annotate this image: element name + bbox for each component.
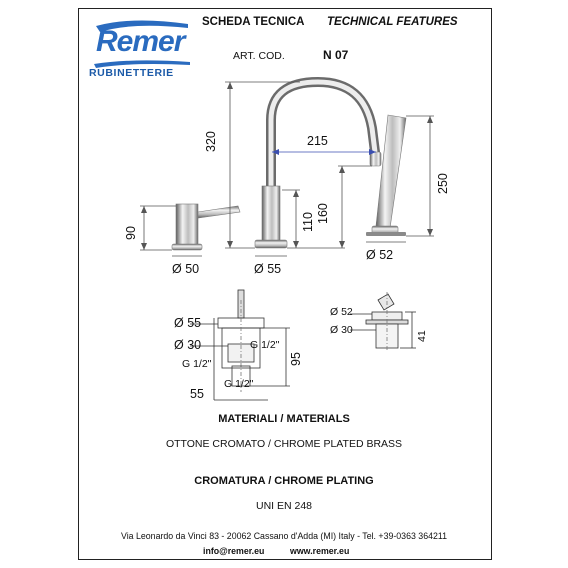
dim-320: 320	[204, 131, 218, 152]
diameter-55-section: Ø 55	[174, 316, 202, 330]
dim-55-section: 55	[190, 387, 204, 401]
thread-g12-left: G 1/2"	[182, 358, 212, 370]
diameter-52-top: Ø 52	[366, 248, 394, 262]
diameter-50: Ø 50	[172, 262, 200, 276]
hand-shower	[366, 114, 407, 236]
logo-wordmark: Remer	[96, 25, 185, 58]
materials-title: MATERIALI / MATERIALS	[218, 413, 350, 425]
technical-sheet	[78, 8, 492, 560]
plating-title: CROMATURA / CHROME PLATING	[194, 475, 374, 487]
title-english: TECHNICAL FEATURES	[327, 16, 458, 28]
remer-logo	[92, 18, 192, 74]
dim-41: 41	[416, 330, 428, 342]
title-italian: SCHEDA TECNICA	[202, 16, 305, 28]
materials-value: OTTONE CROMATO / CHROME PLATED BRASS	[165, 438, 403, 450]
dim-215: 215	[307, 134, 328, 148]
logo-subtitle: RUBINETTERIE	[89, 67, 174, 79]
footer-address: Via Leonardo da Vinci 83 - 20062 Cassano…	[121, 531, 447, 541]
dim-250: 250	[436, 173, 450, 194]
footer-email[interactable]: info@remer.eu	[203, 546, 265, 556]
thread-g12-lower: G 1/2"	[224, 378, 254, 390]
spout-faucet	[254, 76, 382, 249]
diameter-30-section: Ø 30	[174, 338, 202, 352]
diameter-30-part: Ø 30	[330, 324, 353, 336]
dim-95: 95	[289, 352, 303, 366]
dimension-arrows	[141, 82, 433, 250]
mixer-lever	[171, 203, 241, 251]
art-code-value: N 07	[323, 48, 349, 62]
dim-160: 160	[316, 203, 330, 224]
dim-110: 110	[301, 212, 315, 232]
art-code-label: ART. COD.	[233, 50, 285, 62]
section-view-right	[350, 292, 416, 352]
plating-value: UNI EN 248	[255, 500, 313, 512]
thread-g12-upper: G 1/2"	[250, 339, 280, 351]
footer-website[interactable]: www.remer.eu	[290, 546, 350, 556]
dim-90: 90	[124, 226, 138, 240]
diameter-52-part: Ø 52	[330, 306, 353, 318]
section-view-left	[190, 289, 290, 401]
diameter-55-top: Ø 55	[254, 262, 282, 276]
